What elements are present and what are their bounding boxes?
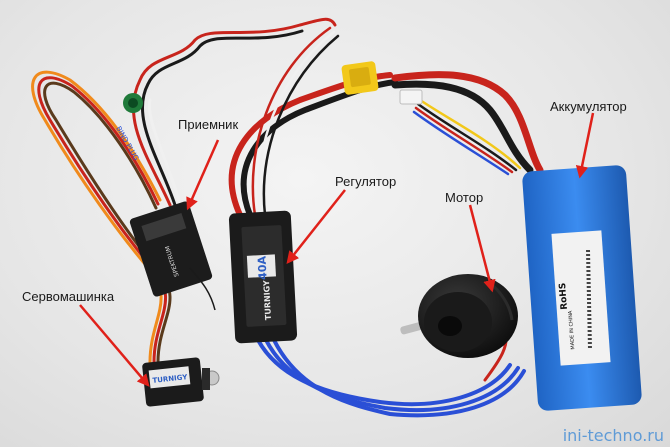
arrow-servo [79,304,150,387]
motor-wires [256,328,526,418]
balance-plug [399,89,423,105]
arrow-motor [468,204,496,293]
receiver-label: Приемник [178,117,239,132]
battery-rohs-label: RoHS [558,282,570,310]
battery-leads [391,71,544,176]
battery-pack: RoHS MADE IN CHINA [522,165,642,411]
xt60-connector [341,61,379,95]
motor-body [400,274,518,358]
esc-rating-label: 40A [255,255,269,280]
servo-label: Сервомашинка [22,289,115,304]
arrow-receiver [186,139,220,211]
motor-label: Мотор [445,190,484,205]
servo-brand-label: TURNIGY [152,373,189,385]
receiver-wires [123,17,337,207]
annotation-arrows [79,112,595,387]
receiver-body: SPEKTRUM [129,201,216,311]
battery-label: Аккумулятор [550,99,627,114]
arrow-battery [575,112,595,179]
esc-label: Регулятор [335,174,397,189]
esc-body: 40A TURNIGY [228,210,298,344]
servo-body: TURNIGY [142,357,220,407]
esc-brand-label: TURNIGY [262,280,273,321]
arrow-esc [286,189,346,264]
watermark: ini-techno.ru [562,426,664,445]
battery-made-label: MADE IN CHINA [568,310,577,350]
